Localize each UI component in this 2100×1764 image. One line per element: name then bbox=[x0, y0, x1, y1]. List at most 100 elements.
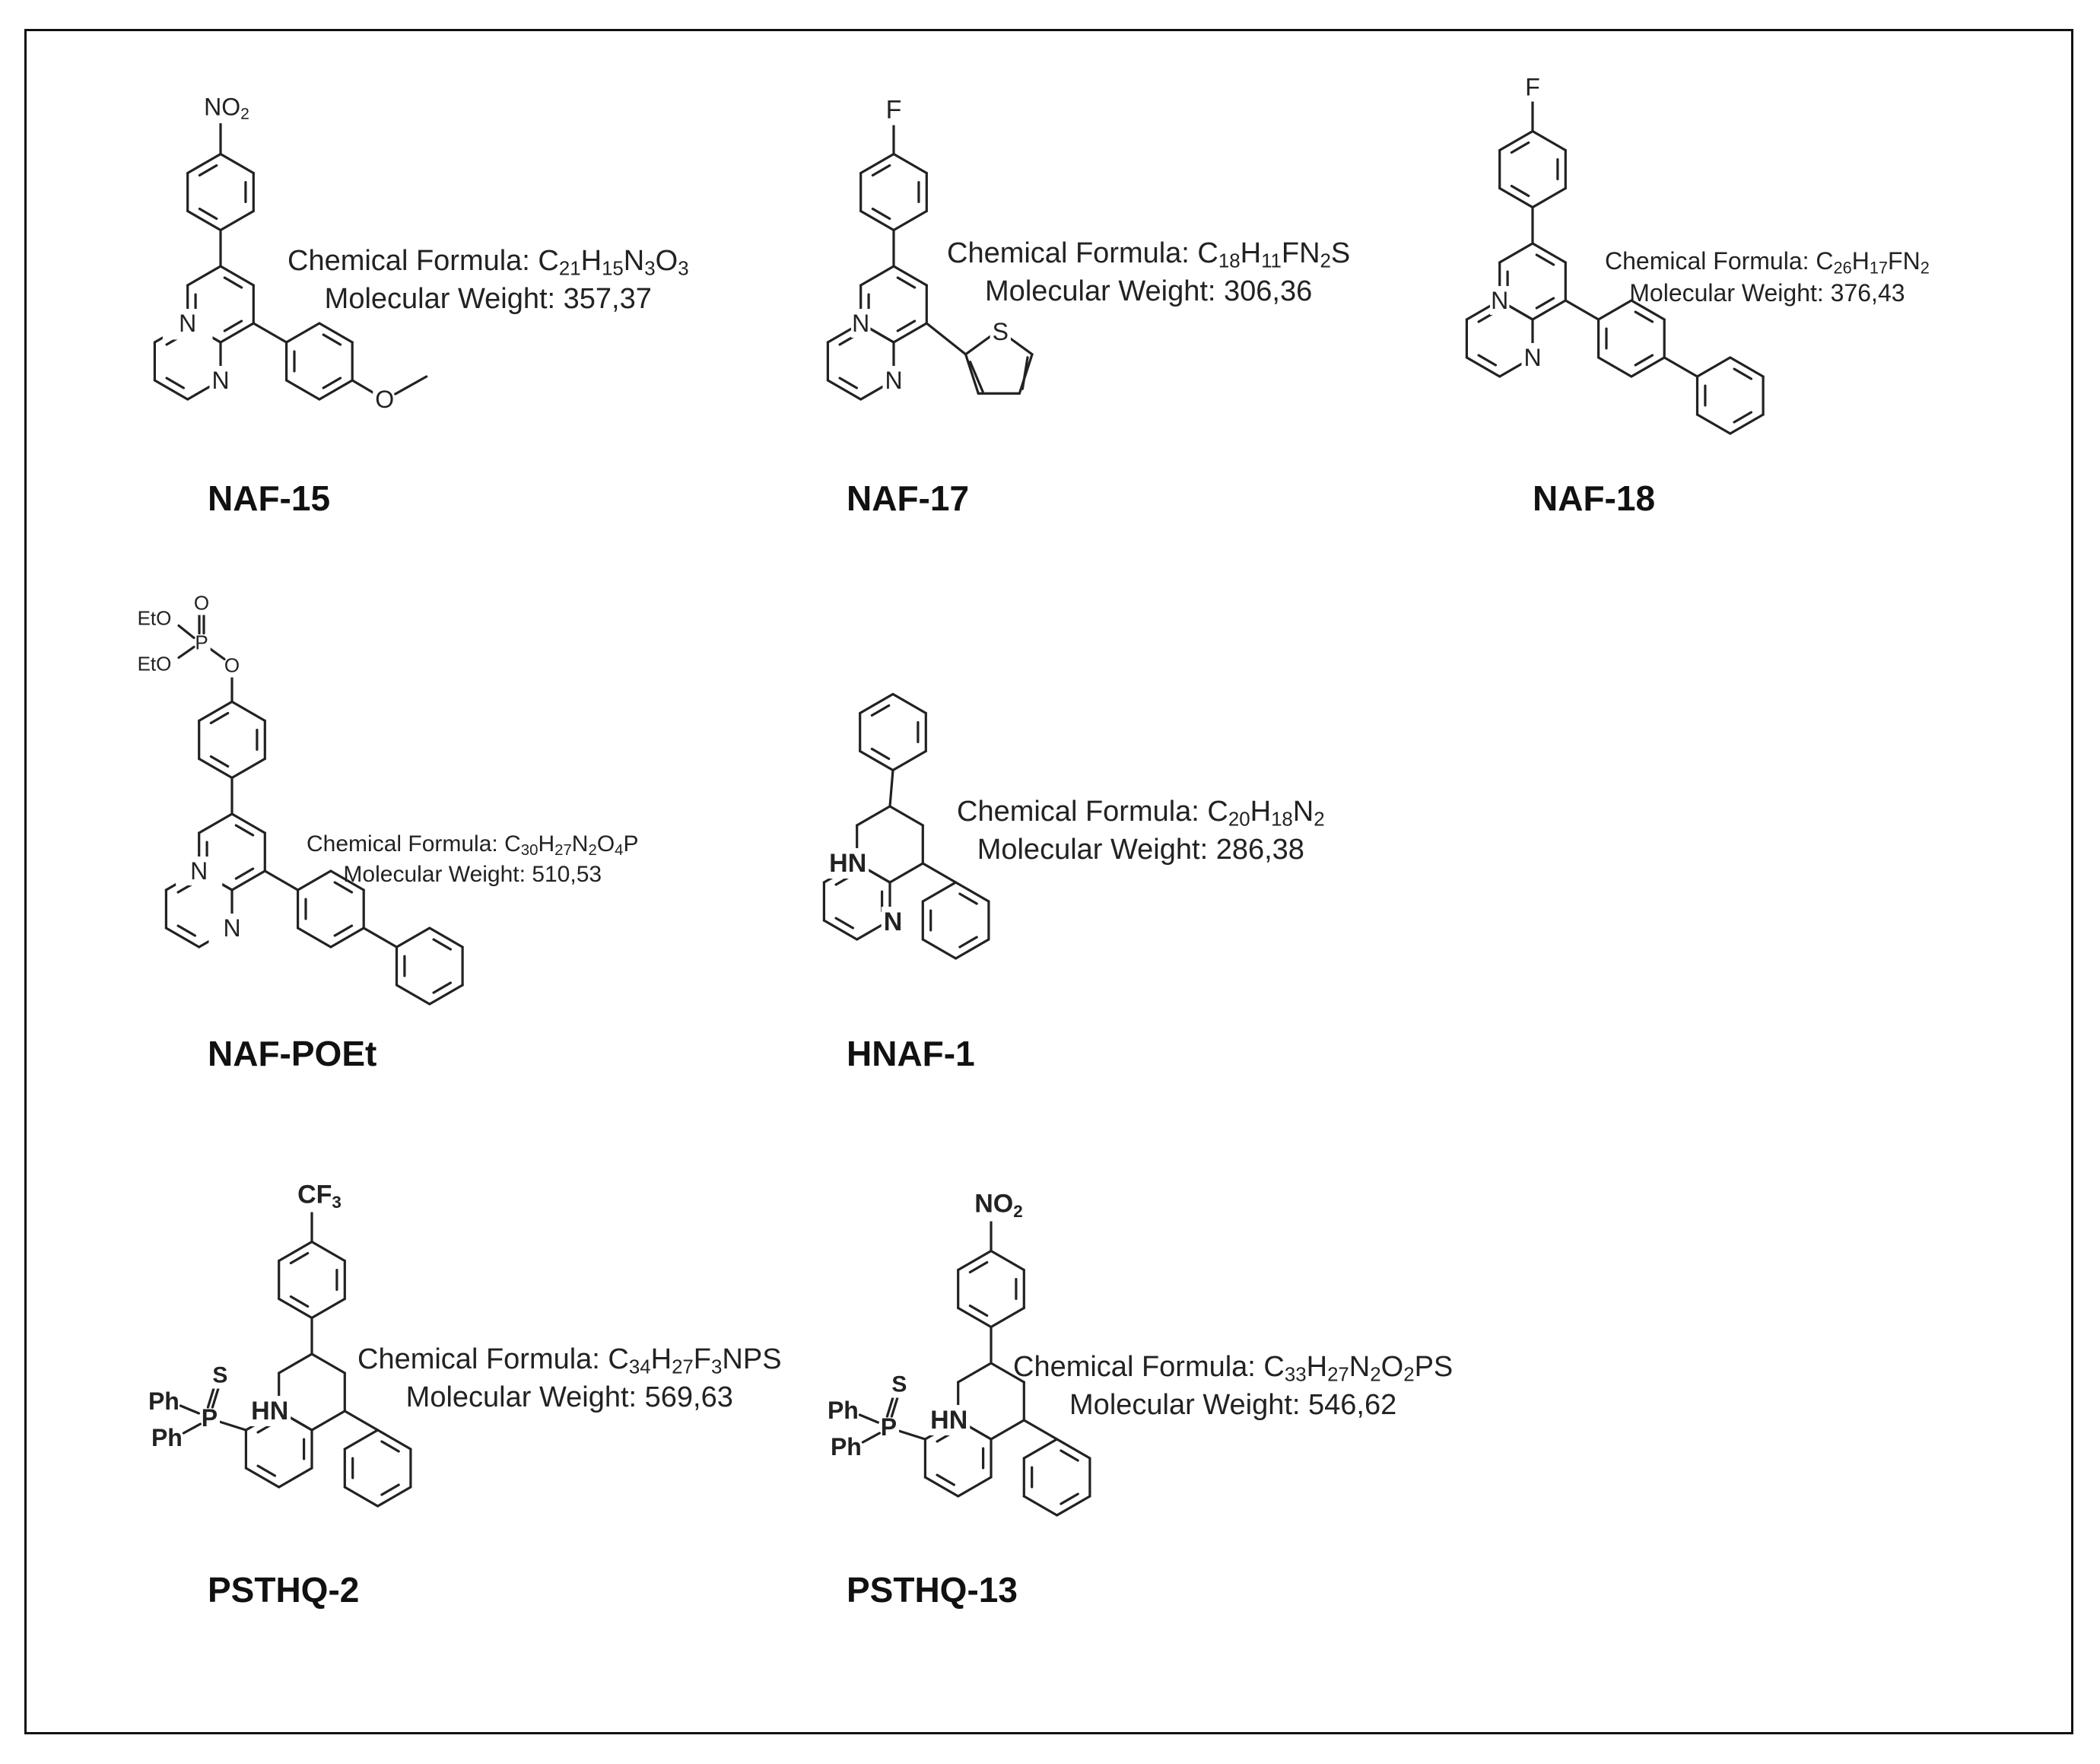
bond bbox=[343, 1486, 380, 1508]
bond bbox=[896, 319, 917, 332]
bond bbox=[278, 1240, 313, 1263]
atom-label: O bbox=[375, 386, 394, 413]
info-naf15: Chemical Formula: C21H15N3O3 Molecular W… bbox=[288, 242, 689, 318]
info-naf18: Chemical Formula: C26H17FN2 Molecular We… bbox=[1605, 245, 1930, 309]
bond bbox=[936, 1473, 956, 1486]
bond bbox=[870, 704, 891, 717]
atom-label: N bbox=[852, 310, 869, 337]
bond bbox=[891, 749, 927, 772]
bond bbox=[278, 1467, 313, 1489]
bond bbox=[964, 353, 980, 395]
bond bbox=[888, 805, 924, 827]
atom-label-mask bbox=[148, 1423, 185, 1452]
bond bbox=[923, 1476, 960, 1498]
bond bbox=[1060, 1492, 1079, 1505]
bond bbox=[177, 645, 195, 660]
atom-label: O bbox=[194, 592, 209, 615]
bond bbox=[1056, 1495, 1091, 1517]
bond bbox=[1060, 1449, 1079, 1462]
atom-label-mask bbox=[135, 605, 174, 631]
bond bbox=[1498, 129, 1534, 152]
bond bbox=[165, 377, 186, 389]
structure-naf18: NNF bbox=[1465, 72, 1765, 435]
bond bbox=[198, 812, 234, 834]
bond bbox=[186, 152, 222, 175]
bond bbox=[297, 926, 332, 949]
atom-label: EtO bbox=[138, 607, 172, 630]
atom-label: NO2 bbox=[974, 1190, 1022, 1221]
bond bbox=[244, 1467, 281, 1489]
bond bbox=[990, 1306, 1025, 1329]
compound-name-naf17: NAF-17 bbox=[847, 478, 970, 518]
bond bbox=[215, 1419, 247, 1432]
bond bbox=[892, 152, 928, 175]
atom-label: N bbox=[223, 914, 240, 942]
atom-label-mask bbox=[209, 366, 232, 395]
bond bbox=[958, 892, 978, 905]
bond bbox=[179, 1404, 200, 1415]
bond bbox=[1663, 356, 1699, 378]
figure-frame bbox=[24, 29, 2073, 1734]
bond bbox=[395, 926, 431, 949]
bond bbox=[990, 1419, 1025, 1441]
bond bbox=[432, 981, 453, 994]
bond bbox=[289, 1251, 310, 1265]
bond bbox=[219, 322, 255, 344]
bond bbox=[1465, 356, 1501, 378]
bond bbox=[176, 924, 197, 937]
atom-label: CF3 bbox=[297, 1181, 342, 1212]
atom-label: HN bbox=[930, 1406, 967, 1435]
atom-label: N bbox=[190, 857, 208, 885]
bond bbox=[219, 265, 255, 287]
bond bbox=[209, 711, 230, 725]
bond bbox=[968, 1260, 989, 1274]
bond bbox=[1729, 413, 1765, 435]
bond bbox=[955, 881, 990, 903]
bond bbox=[186, 265, 222, 287]
atom-label-mask bbox=[249, 1396, 291, 1426]
bond bbox=[822, 919, 859, 941]
bond bbox=[1634, 354, 1654, 367]
bond bbox=[925, 322, 967, 356]
bond bbox=[990, 1362, 1025, 1384]
bond bbox=[343, 1429, 380, 1451]
bond bbox=[333, 924, 354, 937]
bond bbox=[1056, 1438, 1091, 1460]
bond bbox=[1597, 299, 1633, 321]
atom-label: P bbox=[881, 1413, 897, 1441]
bond bbox=[958, 936, 978, 949]
atom-label: F bbox=[1525, 74, 1540, 101]
atom-label-mask bbox=[1523, 72, 1542, 102]
bond bbox=[322, 377, 342, 389]
bond bbox=[230, 757, 266, 780]
bond bbox=[343, 1410, 380, 1432]
atom-label: Ph bbox=[151, 1424, 183, 1451]
bond bbox=[1498, 186, 1534, 209]
formula-line: Chemical Formula: C34H27F3NPS bbox=[357, 1343, 782, 1378]
atom-label: N bbox=[179, 310, 196, 337]
bond bbox=[230, 812, 266, 834]
bond bbox=[329, 869, 365, 892]
bond bbox=[826, 379, 863, 401]
atom-label: S bbox=[212, 1363, 227, 1388]
atom-label: S bbox=[891, 1372, 907, 1397]
bond bbox=[957, 1306, 993, 1329]
atom-label: HN bbox=[829, 849, 866, 878]
mw-line: Molecular Weight: 306,36 bbox=[985, 275, 1313, 308]
info-psthq2: Chemical Formula: C34H27F3NPS Molecular … bbox=[357, 1340, 782, 1416]
bond bbox=[1510, 141, 1530, 154]
atom-label: Ph bbox=[831, 1433, 862, 1460]
bond bbox=[164, 926, 201, 949]
bond bbox=[896, 276, 917, 289]
atom-label-mask bbox=[210, 1362, 230, 1389]
bond bbox=[1695, 356, 1732, 378]
bond bbox=[329, 926, 365, 949]
bond bbox=[432, 938, 453, 951]
bond bbox=[428, 926, 464, 949]
structure-hnaf1: HNN bbox=[822, 692, 990, 960]
bond bbox=[859, 692, 894, 715]
bond bbox=[380, 1483, 400, 1496]
